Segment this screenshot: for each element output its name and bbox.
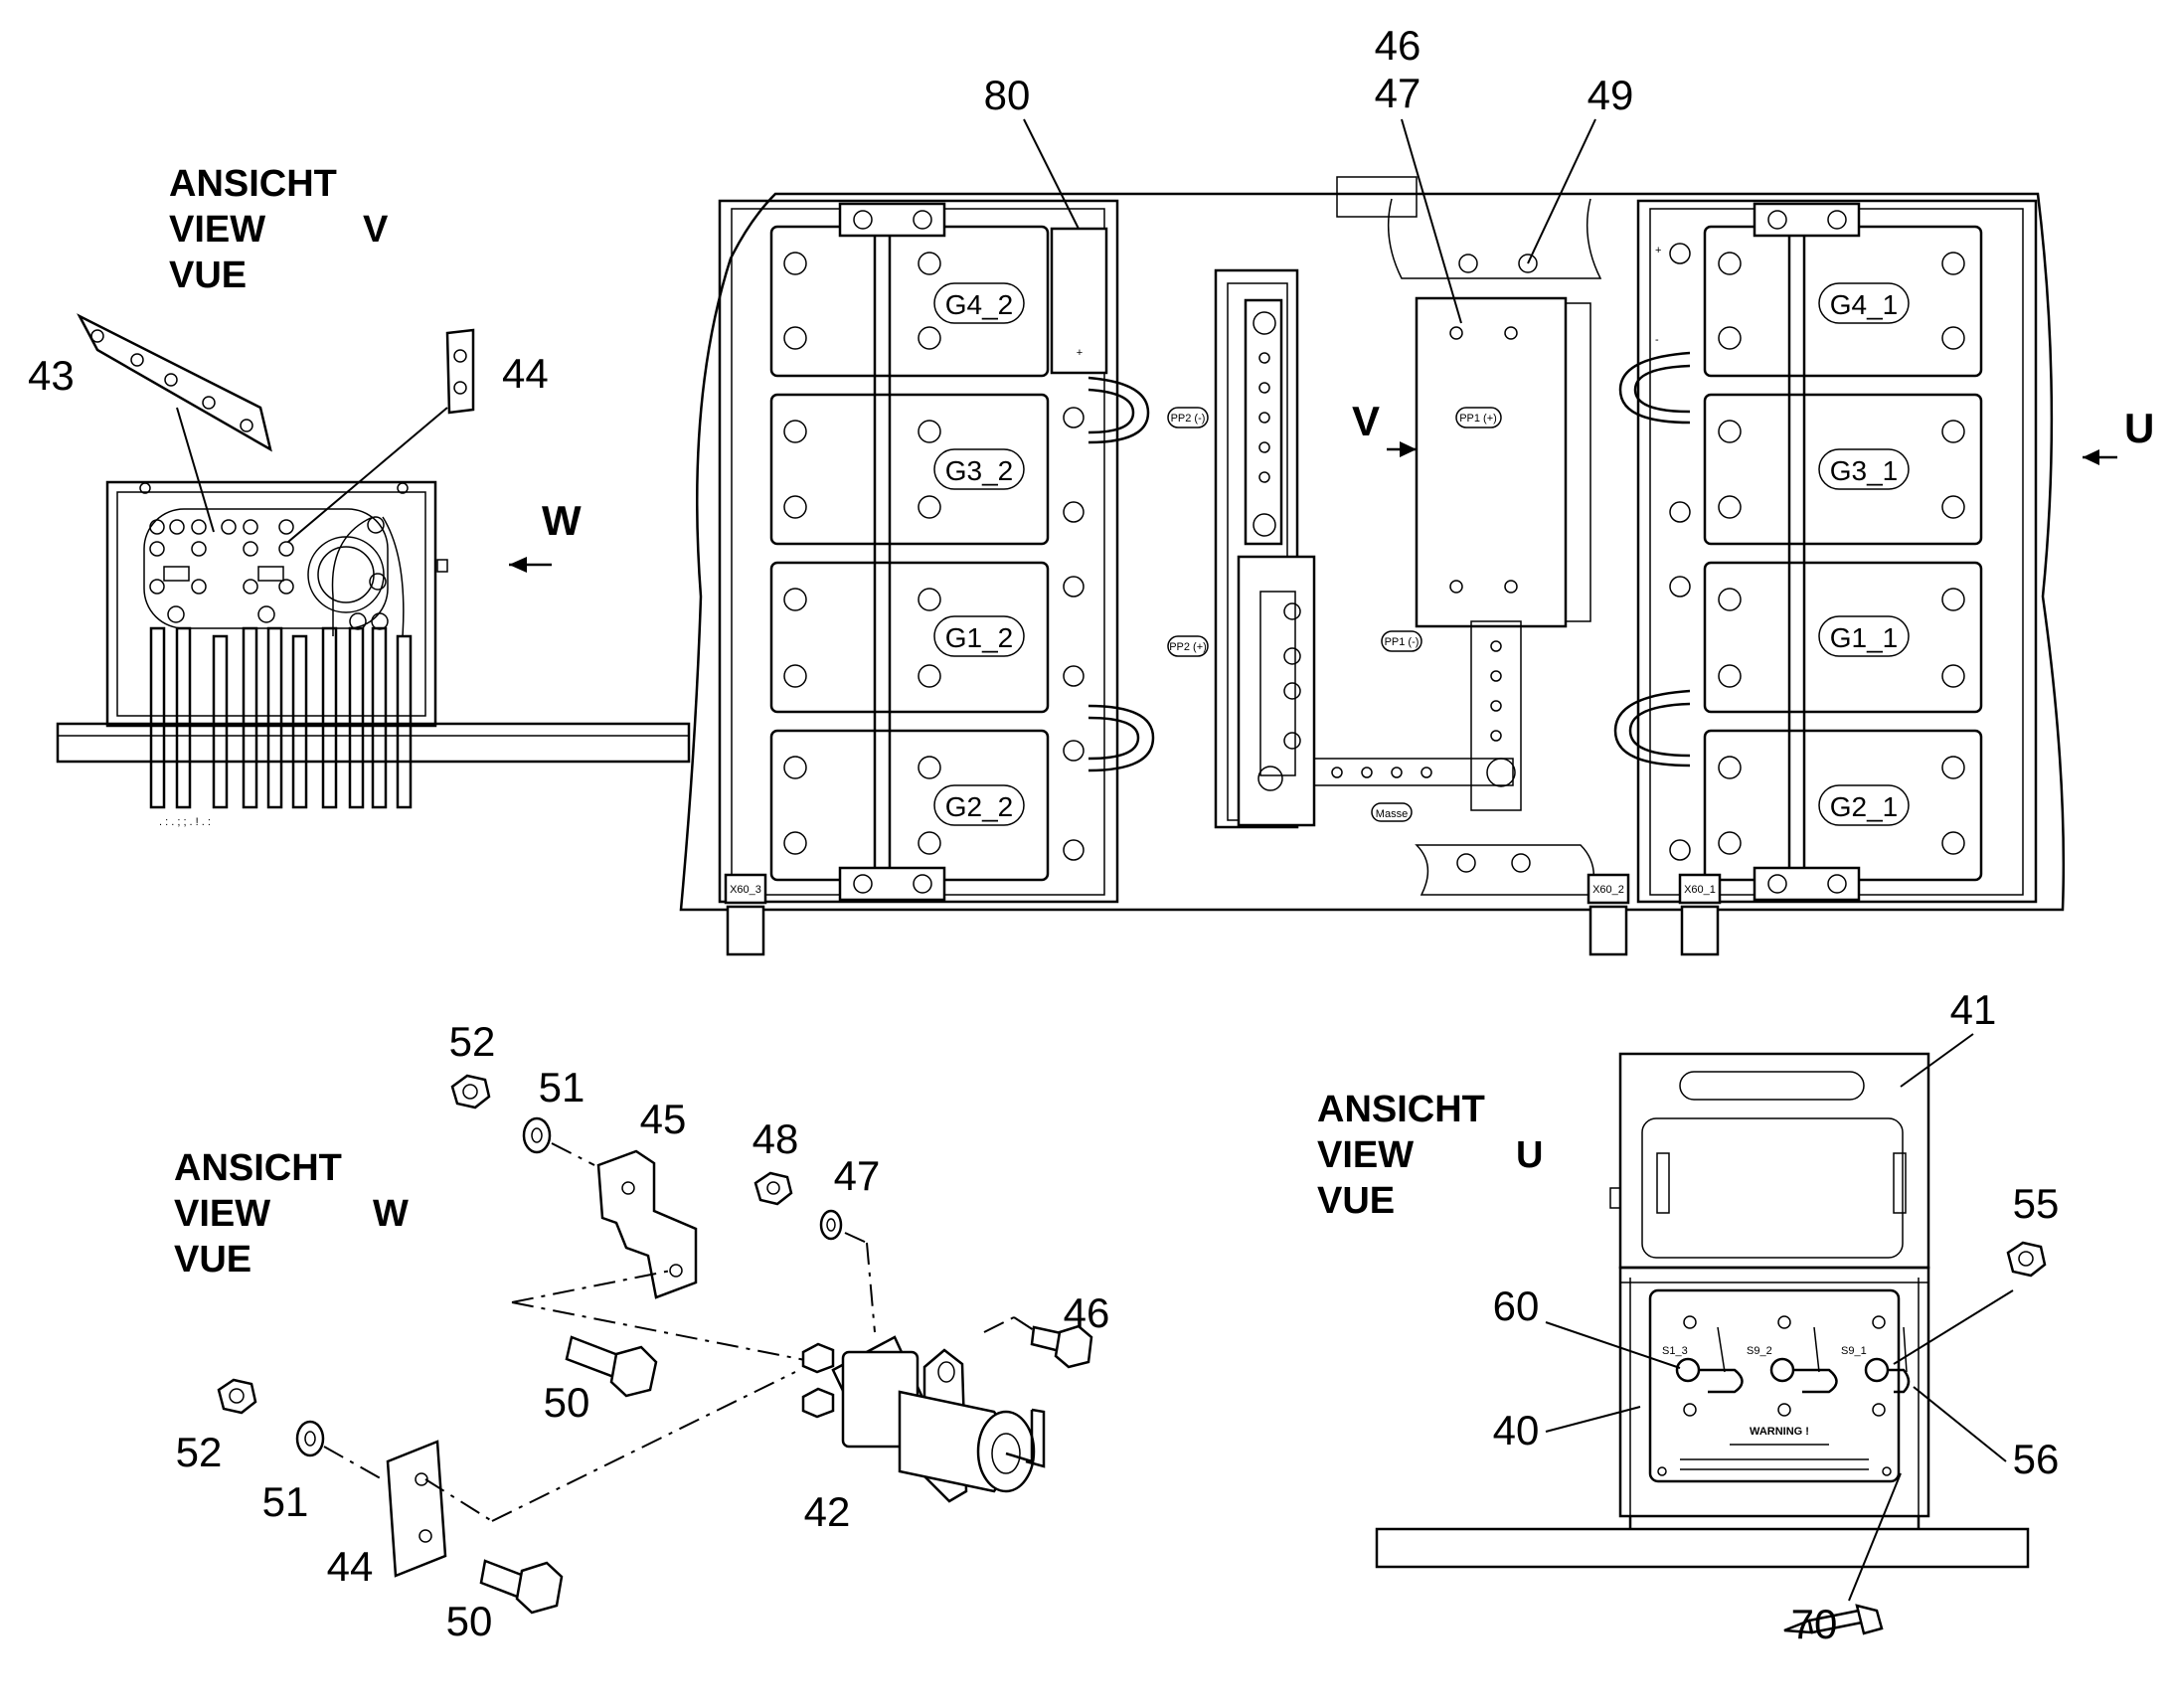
switch-label-s1-3: S1_3 xyxy=(1662,1345,1688,1357)
callout-44-w: 44 xyxy=(327,1543,374,1590)
view-arrow-w-label: W xyxy=(542,497,582,544)
cell-label: G3_2 xyxy=(945,455,1014,486)
pp2-minus-label: PP2 (-) xyxy=(1171,413,1206,425)
callout-51-a: 51 xyxy=(539,1064,585,1110)
switch-s9-2 xyxy=(1769,1326,1838,1394)
callout-41: 41 xyxy=(1950,986,1997,1033)
bolt xyxy=(479,1559,564,1615)
center-section: PP2 (-) PP2 (+) PP1 (+) PP1 (-) xyxy=(1167,254,1595,896)
bolt xyxy=(1030,1324,1093,1369)
view-v-title-letter: V xyxy=(363,209,389,251)
callout-46-top: 46 xyxy=(1375,22,1421,69)
callout-45: 45 xyxy=(640,1096,687,1142)
connector-label-x60-3: X60_3 xyxy=(730,884,761,896)
view-arrow-v-label: V xyxy=(1352,398,1380,444)
view-u-title-line1: ANSICHT xyxy=(1317,1089,1485,1130)
connector-label-x60-1: X60_1 xyxy=(1684,884,1716,896)
view-arrow-v: V xyxy=(1352,398,1417,457)
callout-50-a: 50 xyxy=(544,1379,590,1426)
bolt xyxy=(565,1335,658,1398)
faded-marks: . : . ; ; . ! . : xyxy=(159,816,211,828)
cell-label: G4_1 xyxy=(1830,289,1899,320)
rivet-pin xyxy=(1783,1604,1884,1635)
view-v-title-line3: VUE xyxy=(169,255,247,296)
pp2-plus-label: PP2 (+) xyxy=(1169,641,1207,653)
callout-80: 80 xyxy=(984,72,1031,118)
callout-50-b: 50 xyxy=(446,1598,493,1644)
pp1-plus-label: PP1 (+) xyxy=(1459,413,1497,425)
callout-47-w: 47 xyxy=(834,1152,881,1199)
view-w-detail: ANSICHT VIEW VUE W xyxy=(174,1018,1109,1644)
callout-51-b: 51 xyxy=(262,1478,309,1525)
masse-label: Masse xyxy=(1376,808,1408,820)
switch-s1-3 xyxy=(1675,1326,1744,1394)
connector-label-x60-2: X60_2 xyxy=(1592,884,1624,896)
battery-cell: G4_2 xyxy=(769,225,1050,378)
warning-label: WARNING ! xyxy=(1750,1426,1809,1438)
minus-marker: - xyxy=(1655,334,1659,346)
right-battery-column: G4_1 G3_1 G1_1 G2_1 xyxy=(1587,199,2038,956)
cell-label: G3_1 xyxy=(1830,455,1899,486)
battery-cell: G3_2 xyxy=(769,393,1050,546)
callout-60: 60 xyxy=(1493,1282,1540,1329)
view-arrow-w: W xyxy=(509,497,582,573)
battery-cell: G2_2 xyxy=(769,729,1050,882)
cell-label: G2_2 xyxy=(945,791,1014,822)
callout-40: 40 xyxy=(1493,1407,1540,1453)
view-w-title-letter: W xyxy=(373,1193,409,1235)
view-u-title-line3: VUE xyxy=(1317,1180,1395,1222)
plus-marker: + xyxy=(1655,245,1661,256)
view-w-title-line2: VIEW xyxy=(174,1193,270,1235)
view-v-detail: ANSICHT VIEW VUE V 43 44 xyxy=(28,163,691,828)
callout-70: 70 xyxy=(1791,1601,1838,1647)
view-u-detail: ANSICHT VIEW VUE U S1_3 S9_2 S9_1 xyxy=(1317,986,2059,1647)
callout-43: 43 xyxy=(28,352,75,399)
view-arrow-u-label: U xyxy=(2124,405,2154,451)
plus-marker: + xyxy=(1077,347,1083,359)
battery-cell: G3_1 xyxy=(1703,393,1983,546)
view-w-title-line1: ANSICHT xyxy=(174,1147,342,1189)
callout-44-top: 44 xyxy=(502,350,549,397)
view-arrow-u: U xyxy=(2083,405,2154,465)
switch-label-s9-2: S9_2 xyxy=(1747,1345,1772,1357)
callout-42: 42 xyxy=(804,1488,851,1535)
callout-56: 56 xyxy=(2013,1436,2060,1482)
cell-label: G1_1 xyxy=(1830,622,1899,653)
battery-tray-top-view: G4_2 G3_2 G1_2 G2_2 xyxy=(679,22,2154,956)
switch-s9-1 xyxy=(1864,1326,1911,1394)
cell-label: G4_2 xyxy=(945,289,1014,320)
view-u-title-line2: VIEW xyxy=(1317,1134,1414,1176)
cell-label: G2_1 xyxy=(1830,791,1899,822)
battery-cell: G4_1 xyxy=(1703,225,1983,378)
solenoid-relay xyxy=(801,1335,1046,1503)
fuse-block xyxy=(149,519,294,623)
callout-52-a: 52 xyxy=(449,1018,496,1065)
battery-cell: G2_1 xyxy=(1703,729,1983,882)
callout-49: 49 xyxy=(1588,72,1634,118)
view-v-title-line2: VIEW xyxy=(169,209,265,251)
switch-label-s9-1: S9_1 xyxy=(1841,1345,1867,1357)
pp1-minus-label: PP1 (-) xyxy=(1385,636,1420,648)
callout-48: 48 xyxy=(752,1115,799,1162)
view-v-title-line1: ANSICHT xyxy=(169,163,337,205)
view-u-title-letter: U xyxy=(1516,1134,1543,1176)
left-battery-column: G4_2 G3_2 G1_2 G2_2 xyxy=(718,199,1155,956)
callout-55: 55 xyxy=(2013,1180,2060,1227)
callout-46-w: 46 xyxy=(1064,1289,1110,1336)
battery-cell: G1_1 xyxy=(1703,561,1983,714)
callout-52-b: 52 xyxy=(176,1429,223,1475)
cell-label: G1_2 xyxy=(945,622,1014,653)
battery-cell: G1_2 xyxy=(769,561,1050,714)
callout-47-top: 47 xyxy=(1375,70,1421,116)
view-w-title-line3: VUE xyxy=(174,1239,251,1281)
